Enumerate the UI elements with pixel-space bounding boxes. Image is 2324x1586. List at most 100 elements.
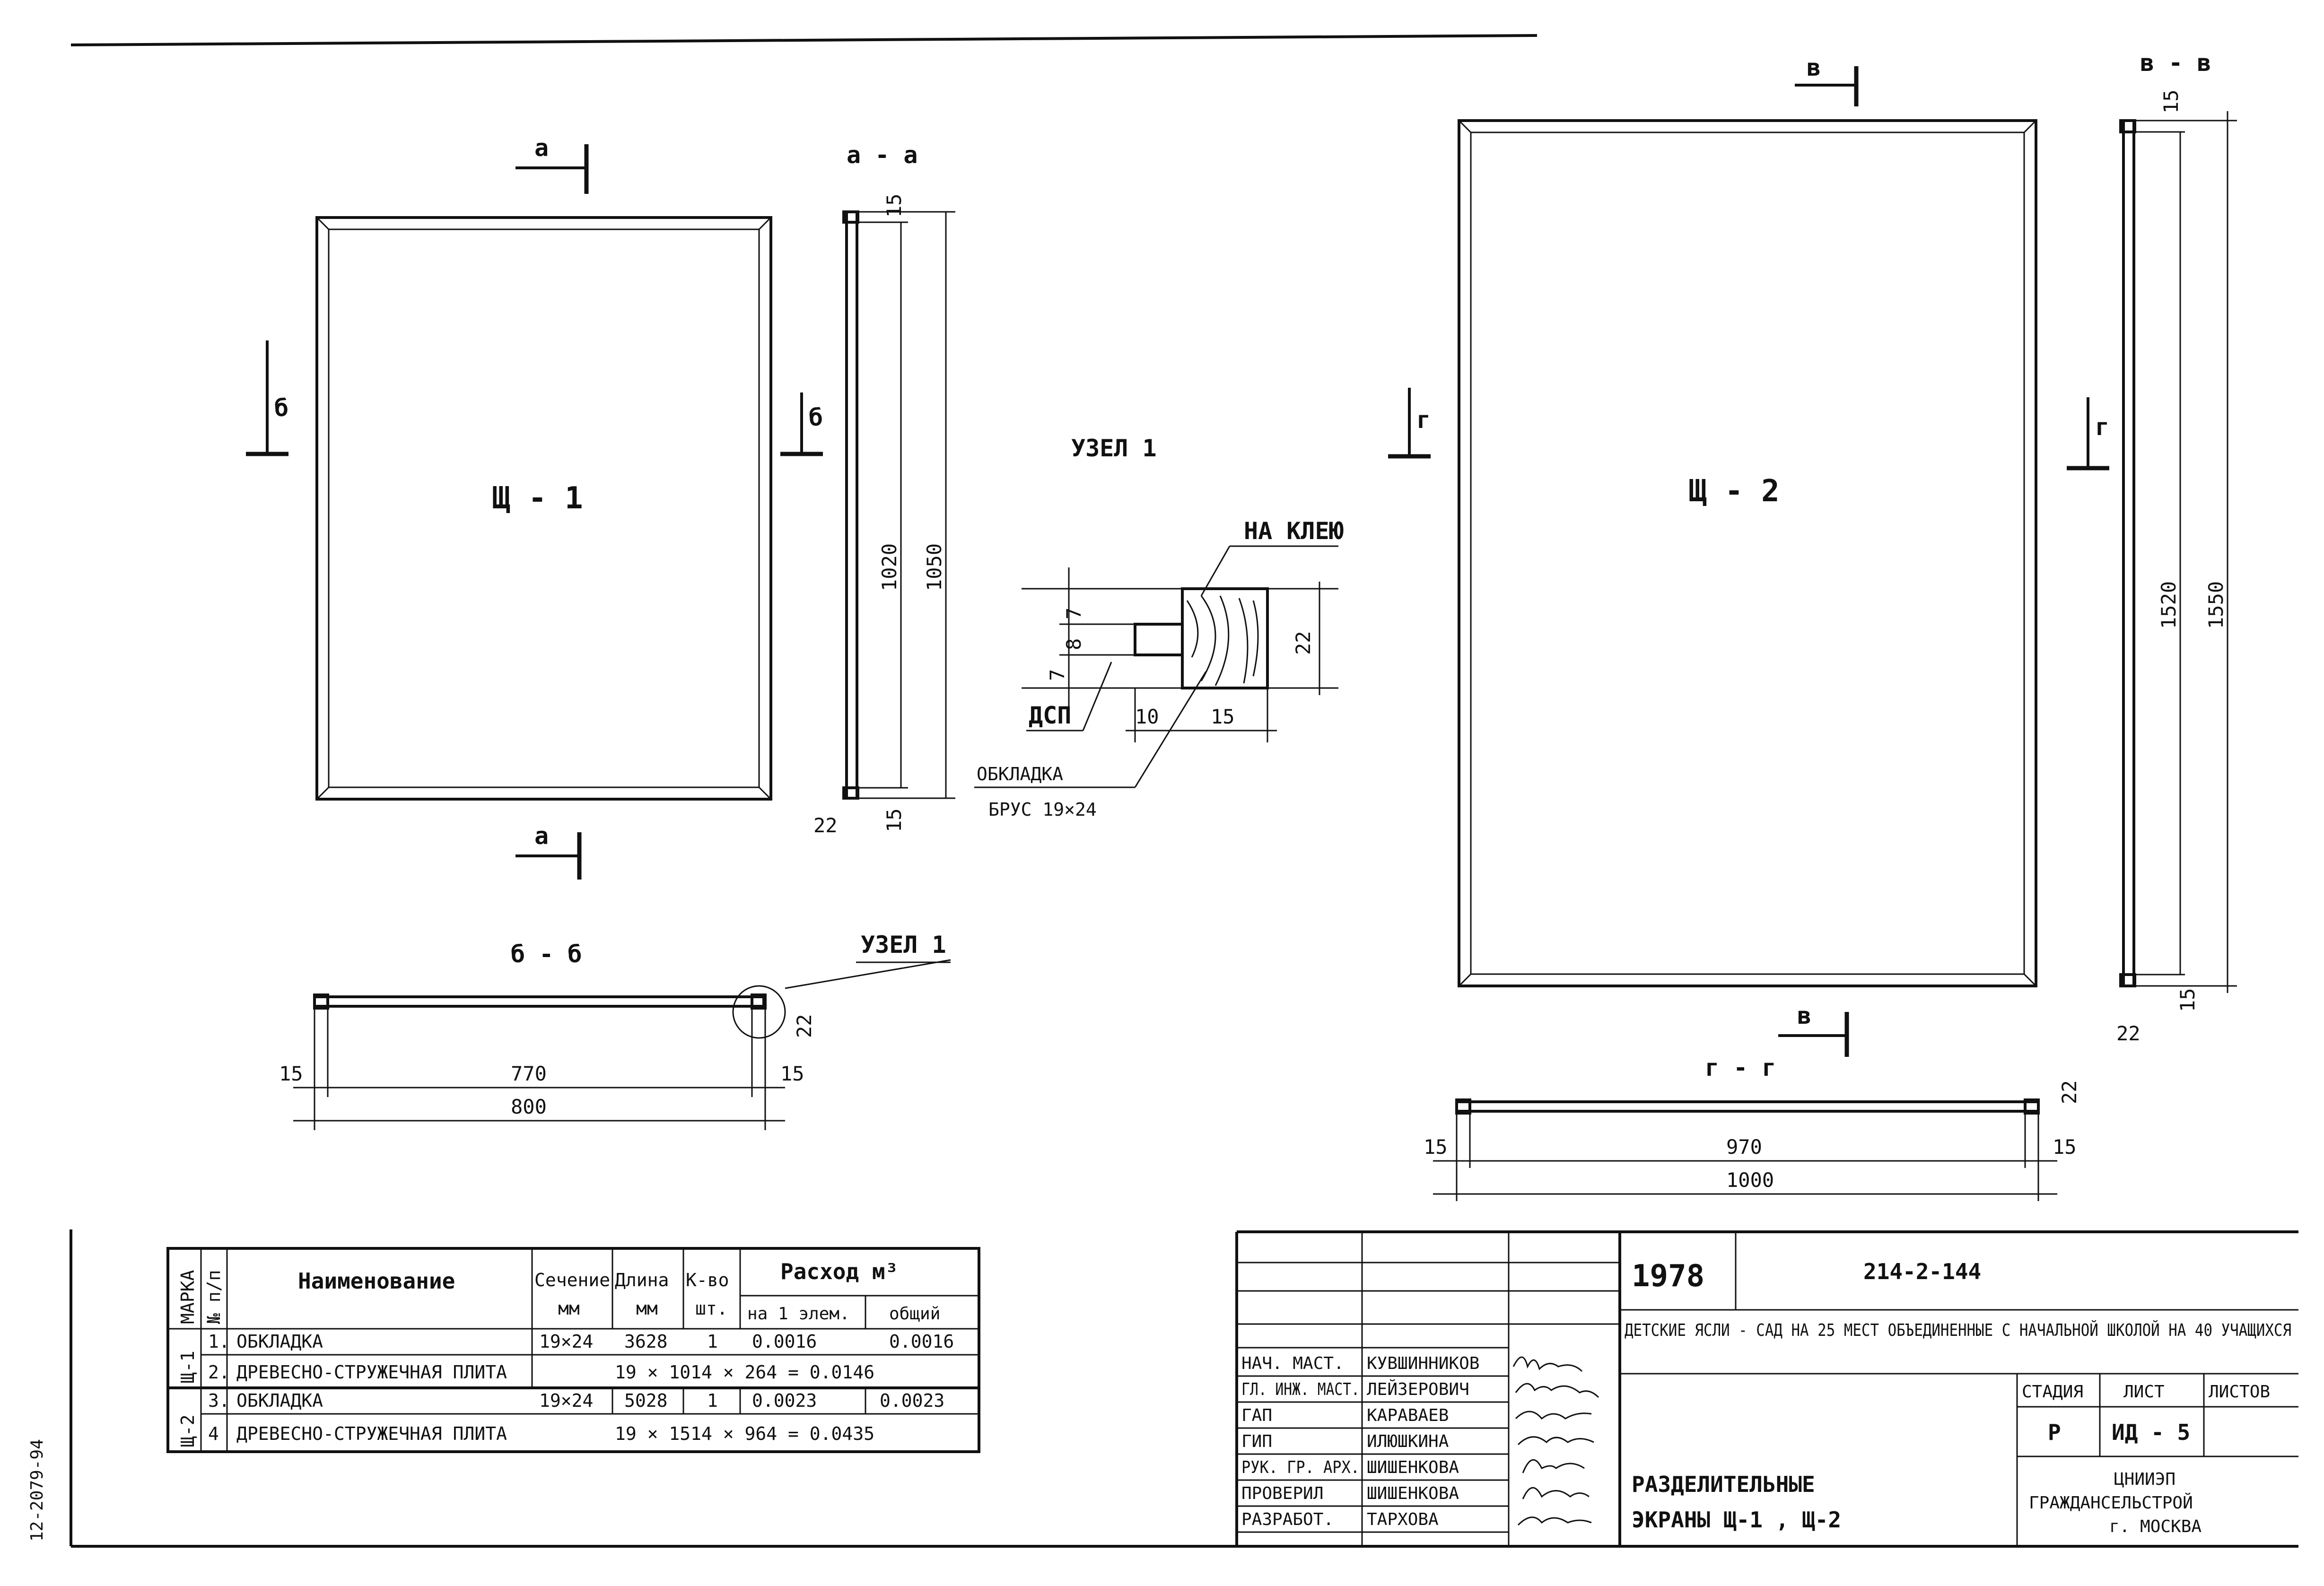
svg-text:19 × 1514 × 964 = 0.0435: 19 × 1514 × 964 = 0.0435 [615,1423,874,1444]
svg-text:КУВШИННИКОВ: КУВШИННИКОВ [1367,1354,1479,1373]
svg-text:мм: мм [636,1298,658,1319]
svg-text:800: 800 [511,1095,547,1118]
svg-text:1050: 1050 [923,543,946,591]
svg-text:РАЗДЕЛИТЕЛЬНЫЕ: РАЗДЕЛИТЕЛЬНЫЕ [1632,1472,1815,1497]
svg-text:ГИП: ГИП [1241,1432,1272,1451]
svg-text:ТАРХОВА: ТАРХОВА [1367,1510,1439,1529]
svg-text:ЛИСТОВ: ЛИСТОВ [2209,1382,2270,1402]
svg-text:Сечение: Сечение [534,1270,610,1290]
svg-text:22: 22 [2116,1022,2141,1045]
signature-1 [1512,1356,1583,1372]
spec-table: МАРКА № п/п Наименование Сечение мм Длин… [166,1247,980,1453]
svg-text:22: 22 [793,1014,816,1038]
signature-6 [1522,1487,1590,1499]
svg-text:№ п/п: № п/п [203,1270,224,1324]
svg-text:в: в [1807,54,1821,81]
svg-text:г. МОСКВА: г. МОСКВА [2109,1517,2202,1536]
svg-text:НАЧ. МАСТ.: НАЧ. МАСТ. [1241,1354,1344,1373]
svg-text:ШИШЕНКОВА: ШИШЕНКОВА [1367,1458,1459,1477]
svg-text:19 × 1014 × 264 = 0.0146: 19 × 1014 × 264 = 0.0146 [615,1362,874,1383]
svg-text:0.0016: 0.0016 [752,1331,817,1352]
svg-text:ПРОВЕРИЛ: ПРОВЕРИЛ [1241,1484,1323,1503]
svg-text:0.0023: 0.0023 [752,1390,817,1411]
side-stamp: 12-2079-94 [27,1439,47,1542]
signature-4 [1517,1436,1594,1446]
svg-text:3628: 3628 [624,1331,668,1352]
svg-text:15: 15 [1211,705,1235,728]
svg-text:1978: 1978 [1632,1259,1704,1294]
svg-text:ДРЕВЕСНО-СТРУЖЕЧНАЯ ПЛИТА: ДРЕВЕСНО-СТРУЖЕЧНАЯ ПЛИТА [236,1423,507,1444]
svg-text:ИД - 5: ИД - 5 [2112,1420,2190,1445]
section-mark-a-top: а [515,134,589,194]
svg-text:22: 22 [813,814,838,837]
svg-text:3.: 3. [208,1390,230,1411]
panel-2-mark: Щ - 2 [1688,474,1780,509]
svg-text:Щ-1: Щ-1 [177,1351,198,1383]
svg-text:1.: 1. [208,1331,230,1352]
svg-text:1550: 1550 [2204,581,2228,629]
svg-text:РАЗРАБОТ.: РАЗРАБОТ. [1241,1510,1334,1529]
svg-text:22: 22 [1292,631,1315,655]
svg-text:г: г [1416,406,1431,434]
section-mark-g-right: г [2067,397,2109,471]
section-mark-b-right: б [780,392,823,456]
svg-text:б: б [809,404,823,431]
svg-text:Расход м³: Расход м³ [780,1259,898,1284]
svg-text:РУК. ГР. АРХ.: РУК. ГР. АРХ. [1241,1458,1360,1477]
section-vv: в - в 1520 1550 15 15 22 [2116,49,2237,1045]
svg-text:ОБКЛАДКА: ОБКЛАДКА [236,1331,323,1352]
svg-text:а: а [534,822,549,850]
svg-text:15: 15 [279,1062,303,1085]
section-mark-v-bottom: в [1778,1002,1849,1057]
svg-text:ЛИСТ: ЛИСТ [2123,1382,2165,1402]
svg-text:К-во: К-во [686,1270,729,1290]
svg-text:ГЛ. ИНЖ. МАСТ.: ГЛ. ИНЖ. МАСТ. [1241,1380,1360,1399]
svg-text:15: 15 [882,193,906,218]
svg-text:УЗЕЛ 1: УЗЕЛ 1 [1071,435,1157,462]
svg-text:Длина: Длина [615,1270,669,1290]
svg-text:мм: мм [558,1298,580,1319]
svg-text:б - б: б - б [511,941,582,968]
svg-text:1: 1 [707,1331,718,1352]
svg-text:ОБКЛАДКА: ОБКЛАДКА [977,764,1063,784]
svg-text:15: 15 [2159,89,2183,113]
svg-text:15: 15 [780,1062,804,1085]
svg-text:8: 8 [1062,638,1085,650]
section-mark-g-left: г [1388,388,1431,459]
svg-text:ДЕТСКИЕ ЯСЛИ - САД НА 25 МЕСТ: ДЕТСКИЕ ЯСЛИ - САД НА 25 МЕСТ ОБЪЕДИНЕНН… [1625,1320,2291,1340]
svg-text:5028: 5028 [624,1390,668,1411]
section-aa: а - а 1020 1050 15 15 22 [813,141,955,837]
svg-text:Р: Р [2048,1420,2061,1445]
svg-text:общий: общий [889,1304,940,1324]
svg-text:ШИШЕНКОВА: ШИШЕНКОВА [1367,1484,1459,1503]
svg-text:770: 770 [511,1062,547,1085]
svg-text:г: г [2095,413,2109,441]
svg-text:БРУС 19×24: БРУС 19×24 [988,799,1097,820]
svg-text:УЗЕЛ 1: УЗЕЛ 1 [861,931,946,959]
svg-text:шт.: шт. [695,1298,728,1319]
svg-text:ЛЕЙЗЕРОВИЧ: ЛЕЙЗЕРОВИЧ [1367,1379,1469,1399]
svg-text:4: 4 [208,1423,219,1444]
svg-text:на 1 элем.: на 1 элем. [747,1304,850,1324]
svg-text:ЭКРАНЫ Щ-1 , Щ-2: ЭКРАНЫ Щ-1 , Щ-2 [1632,1507,1841,1533]
svg-text:19×24: 19×24 [539,1331,593,1352]
svg-text:б: б [274,394,288,422]
svg-text:7: 7 [1046,669,1069,681]
panel-1-elevation: Щ - 1 [315,216,772,801]
section-mark-a-bottom: а [515,822,582,880]
svg-text:ДРЕВЕСНО-СТРУЖЕЧНАЯ ПЛИТА: ДРЕВЕСНО-СТРУЖЕЧНАЯ ПЛИТА [236,1362,507,1383]
section-bb: б - б 15 15 770 800 22 УЗЕЛ 1 [279,931,951,1130]
svg-text:1000: 1000 [1726,1168,1774,1192]
svg-text:г - г: г - г [1705,1054,1776,1081]
svg-text:15: 15 [2053,1135,2077,1159]
svg-text:а: а [534,134,549,162]
panel-1-mark: Щ - 1 [492,481,583,516]
signature-5 [1522,1459,1585,1473]
svg-text:МАРКА: МАРКА [177,1270,198,1324]
panel-2-elevation: Щ - 2 [1458,119,2037,987]
svg-text:1: 1 [707,1390,718,1411]
signature-2 [1515,1383,1599,1398]
svg-text:0.0023: 0.0023 [880,1390,944,1411]
svg-text:СТАДИЯ: СТАДИЯ [2022,1382,2083,1402]
